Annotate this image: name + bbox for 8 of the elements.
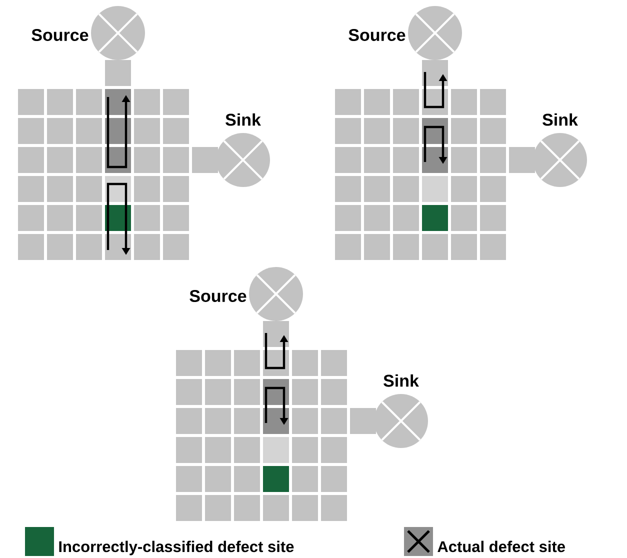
- legend-text: Actual defect site: [438, 540, 565, 552]
- sink-label: Sink: [384, 374, 419, 387]
- legend-text: Incorrectly-classified defect site: [59, 540, 294, 556]
- source-label: Source: [190, 290, 246, 302]
- source-label: Source: [32, 28, 88, 42]
- source-label: Source: [348, 28, 406, 42]
- sink-label: Sink: [542, 113, 578, 126]
- sink-label: Sink: [226, 113, 261, 126]
